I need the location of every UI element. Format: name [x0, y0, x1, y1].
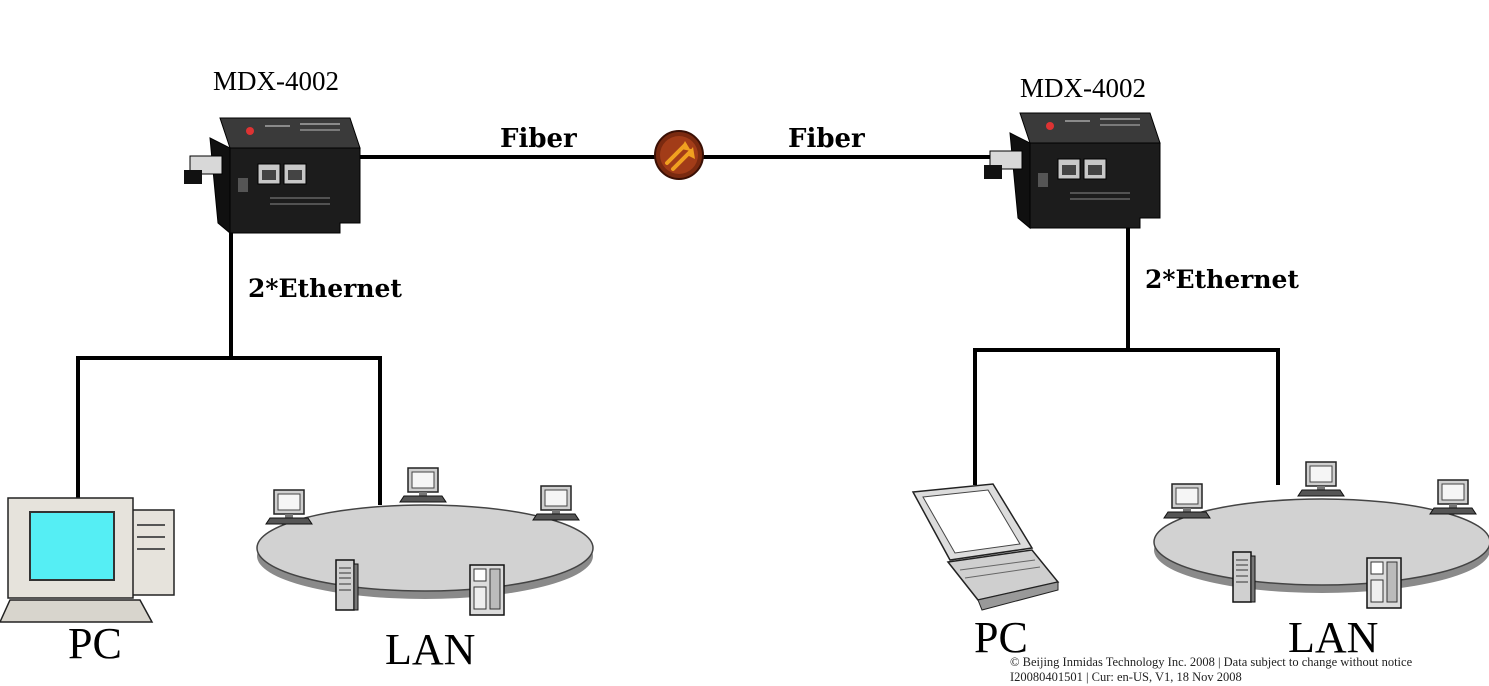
workstation-icon — [399, 467, 447, 503]
media-converter-icon — [983, 112, 1161, 229]
right-pc-label: PC — [974, 613, 1028, 662]
left-device-label: MDX-4002 — [213, 66, 339, 96]
fiber-link-icon — [654, 130, 704, 180]
left-ethernet-label: 2*Ethernet — [248, 274, 402, 303]
media-converter-icon — [183, 117, 361, 234]
right-fiber-label: Fiber — [788, 124, 865, 154]
ethernet-branch-left — [76, 356, 382, 505]
footer-notice: © Beijing Inmidas Technology Inc. 2008 |… — [1010, 655, 1412, 685]
server-tower-icon — [335, 559, 359, 611]
laptop-icon — [911, 483, 1060, 611]
left-pc-label: PC — [68, 619, 122, 668]
server-tower-icon — [1366, 557, 1402, 609]
server-tower-icon — [469, 564, 505, 616]
footer-copyright: © Beijing Inmidas Technology Inc. 2008 |… — [1010, 655, 1413, 669]
server-tower-icon — [1232, 551, 1256, 603]
left-fiber-label: Fiber — [500, 124, 577, 154]
workstation-icon — [265, 489, 313, 525]
right-lan-label: LAN — [1288, 613, 1378, 662]
footer-document-id: I20080401501 | Cur: en-US, V1, 18 Nov 20… — [1010, 670, 1242, 684]
connection-lines — [76, 155, 1280, 505]
workstation-icon — [1297, 461, 1345, 497]
left-lan-label: LAN — [385, 625, 475, 674]
workstation-icon — [532, 485, 580, 521]
desktop-pc-icon — [0, 497, 175, 623]
right-ethernet-label: 2*Ethernet — [1145, 265, 1299, 294]
workstation-icon — [1429, 479, 1477, 515]
right-device-label: MDX-4002 — [1020, 73, 1146, 103]
workstation-icon — [1163, 483, 1211, 519]
ethernet-branch-right — [973, 348, 1280, 485]
